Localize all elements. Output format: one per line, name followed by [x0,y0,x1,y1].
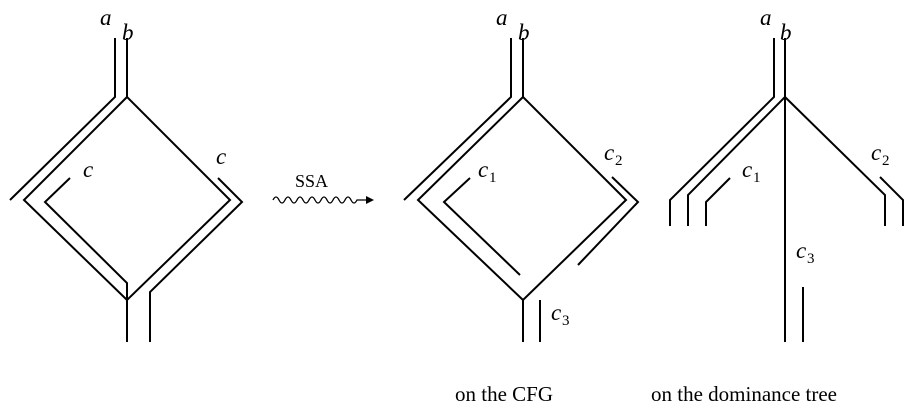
live-range-c-right [149,177,244,342]
label-c-left: c [83,157,93,182]
label-c3: c 3 [551,300,570,329]
svg-text:2: 2 [615,153,623,169]
label-b: b [518,20,530,45]
svg-text:c: c [742,157,752,182]
live-range-a [9,38,116,201]
live-range-b-right [784,96,886,226]
svg-text:2: 2 [882,153,890,169]
arrowhead-icon [366,196,374,204]
live-range-b [22,38,232,302]
caption-dominance-tree: on the dominance tree [651,382,837,406]
live-range-a [403,38,512,201]
live-range-c2 [577,176,640,266]
label-c1: c 1 [742,157,761,186]
svg-text:c: c [551,300,561,325]
label-c1: c 1 [478,157,497,186]
diagram-dominance-tree: a b c 1 c 2 c 3 on the dominance tree [651,5,904,406]
ssa-transform-arrow: SSA [272,171,374,204]
wavy-arrow-shaft [272,196,366,204]
svg-text:c: c [796,238,806,263]
label-a: a [760,5,772,30]
svg-text:1: 1 [489,170,497,186]
label-c2: c 2 [871,140,890,169]
label-a: a [496,5,508,30]
caption-cfg: on the CFG [455,382,553,406]
label-b: b [780,20,792,45]
label-a: a [100,5,112,30]
diagram-cfg: a b c 1 c 2 c 3 on the CFG [403,5,640,406]
svg-text:3: 3 [562,313,570,329]
live-range-b-left [687,38,786,226]
live-range-c1 [705,177,731,226]
live-range-a [669,38,775,226]
live-range-b [416,38,628,302]
svg-text:c: c [871,140,881,165]
label-c3: c 3 [796,238,815,267]
live-range-c2 [879,176,904,226]
svg-text:c: c [604,140,614,165]
ssa-label: SSA [295,171,328,191]
label-c2: c 2 [604,140,623,169]
live-range-c [43,177,128,342]
svg-text:1: 1 [753,170,761,186]
label-b: b [122,20,134,45]
live-range-c1 [442,177,521,276]
svg-text:3: 3 [807,251,815,267]
diagram-original: a b c c [9,5,244,342]
svg-text:c: c [478,157,488,182]
label-c-right: c [216,144,226,169]
